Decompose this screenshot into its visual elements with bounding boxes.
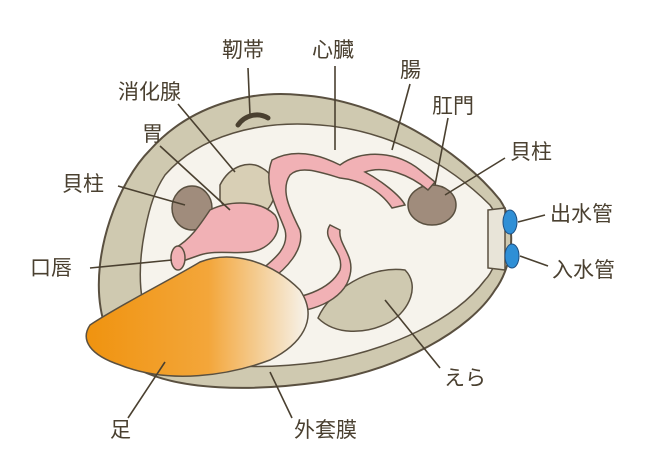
leader-line-adductor-right — [444, 157, 506, 196]
leader-line-lip — [89, 259, 173, 269]
label-foot: 足 — [110, 418, 131, 442]
label-gill: えら — [444, 366, 486, 390]
leader-lines — [89, 66, 549, 419]
leader-line-mantle — [269, 371, 293, 419]
leader-line-stomach — [159, 145, 231, 211]
label-heart: 心臓 — [312, 38, 354, 62]
gill-shape — [317, 268, 413, 332]
label-stomach: 胃 — [142, 122, 163, 146]
label-intestine: 腸 — [400, 58, 421, 82]
leader-line-gill — [384, 299, 441, 369]
leader-line-intestine — [391, 83, 411, 151]
label-inhalant-siphon: 入水管 — [552, 258, 615, 282]
leader-line-digestive-gland — [177, 103, 236, 173]
leader-line-inhalant-siphon — [519, 255, 549, 267]
label-exhalant-siphon: 出水管 — [550, 202, 613, 226]
leader-line-ligament — [247, 67, 251, 116]
label-adductor-right: 貝柱 — [510, 140, 552, 164]
exhalant-siphon-opening — [502, 209, 518, 235]
adductor-right — [407, 184, 457, 226]
adductor-left — [171, 185, 213, 231]
label-mantle: 外套膜 — [294, 418, 357, 442]
stomach — [174, 202, 279, 263]
leader-line-anus — [434, 117, 449, 186]
leader-line-exhalant-siphon — [517, 214, 546, 223]
leader-line-adductor-left — [117, 185, 186, 206]
label-ligament: 靭帯 — [222, 38, 264, 62]
foot — [85, 256, 309, 377]
siphon-base — [487, 207, 506, 271]
lip — [170, 245, 186, 271]
ligament-mark — [235, 112, 271, 128]
label-lip: 口唇 — [30, 256, 72, 280]
label-adductor-left: 貝柱 — [62, 172, 104, 196]
inhalant-siphon-opening — [504, 243, 520, 269]
leader-line-foot — [127, 361, 166, 419]
label-anus: 肛門 — [432, 94, 474, 118]
label-digestive-gland: 消化腺 — [118, 80, 181, 104]
